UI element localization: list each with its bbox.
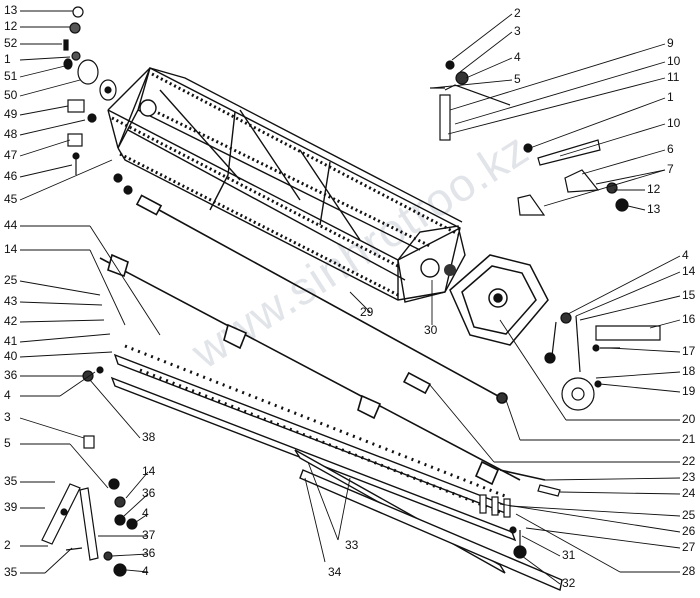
- top-left-hardware: [63, 6, 133, 195]
- callout-top_right-12: 13: [647, 202, 661, 216]
- callout-right-11: 24: [682, 486, 696, 500]
- callout-top_right-3: 5: [514, 72, 521, 86]
- callout-left-21: 5: [4, 436, 11, 450]
- callout-bottom-1: 14: [142, 464, 156, 478]
- callout-left-12: 14: [4, 242, 18, 256]
- right-side-parts: [544, 312, 661, 411]
- callout-top_right-8: 10: [667, 116, 681, 130]
- callout-bottom-10: 32: [562, 576, 576, 590]
- end-plate-hex: [449, 254, 549, 346]
- callout-left-5: 50: [4, 88, 18, 102]
- callout-left-16: 41: [4, 334, 18, 348]
- callout-right-12: 25: [682, 508, 696, 522]
- callout-left-18: 36: [4, 368, 18, 382]
- callout-top_right-9: 6: [667, 142, 674, 156]
- callout-left-2: 52: [4, 36, 18, 50]
- callout-bottom-8: 34: [328, 565, 342, 579]
- callout-top_right-6: 11: [667, 70, 680, 84]
- leader-lines: [19, 10, 681, 585]
- callout-bottom-11: 29: [360, 305, 374, 319]
- callout-left-20: 3: [4, 410, 11, 424]
- callout-left-3: 1: [4, 52, 11, 66]
- callout-right-10: 23: [682, 470, 696, 484]
- callout-right-1: 14: [682, 264, 696, 278]
- lower-beams: [294, 449, 563, 591]
- callout-right-2: 15: [682, 288, 696, 302]
- callout-left-13: 25: [4, 273, 18, 287]
- callout-bottom-9: 31: [562, 548, 576, 562]
- callout-right-4: 17: [682, 344, 696, 358]
- callout-top_right-11: 12: [647, 182, 661, 196]
- callout-bottom-5: 36: [142, 546, 156, 560]
- top-right-hardware: [430, 60, 629, 216]
- reel-tine-bars: [111, 72, 459, 298]
- callout-left-19: 4: [4, 388, 11, 402]
- callout-left-25: 35: [4, 565, 18, 579]
- callout-top_right-4: 9: [667, 36, 674, 50]
- callout-top_right-7: 1: [667, 90, 674, 104]
- finger-bar-teeth: [124, 344, 506, 514]
- callout-left-8: 47: [4, 148, 18, 162]
- callout-left-17: 40: [4, 349, 18, 363]
- callout-left-15: 42: [4, 314, 18, 328]
- callout-right-0: 4: [682, 248, 689, 262]
- callout-top_right-2: 4: [514, 50, 521, 64]
- callout-right-7: 20: [682, 412, 696, 426]
- callout-right-9: 22: [682, 454, 696, 468]
- callout-bottom-6: 4: [142, 564, 149, 578]
- callout-left-1: 12: [4, 19, 18, 33]
- callout-right-6: 19: [682, 384, 696, 398]
- callout-right-13: 26: [682, 524, 696, 538]
- callout-right-3: 16: [682, 312, 696, 326]
- callout-labels: 1312521515049484746454414254342414036435…: [4, 3, 696, 590]
- callout-bottom-0: 38: [142, 430, 156, 444]
- callout-left-0: 13: [4, 3, 18, 17]
- bottom-left-parts: [41, 366, 138, 577]
- bottom-right-parts: [479, 484, 561, 559]
- callout-left-4: 51: [4, 69, 18, 83]
- callout-top_right-5: 10: [667, 54, 681, 68]
- callout-right-14: 27: [682, 540, 696, 554]
- crank-shaft: [99, 194, 546, 486]
- callout-left-9: 46: [4, 169, 18, 183]
- callout-right-8: 21: [682, 432, 696, 446]
- reel-hub: [139, 99, 456, 278]
- callout-bottom-3: 4: [142, 506, 149, 520]
- callout-left-7: 48: [4, 127, 18, 141]
- callout-left-10: 45: [4, 192, 18, 206]
- callout-top_right-0: 2: [514, 6, 521, 20]
- callout-right-5: 18: [682, 364, 696, 378]
- callout-right-15: 28: [682, 564, 696, 578]
- callout-top_right-10: 7: [667, 162, 674, 176]
- callout-bottom-4: 37: [142, 528, 156, 542]
- callout-left-14: 43: [4, 294, 18, 308]
- callout-left-23: 39: [4, 500, 18, 514]
- callout-left-6: 49: [4, 107, 18, 121]
- callout-bottom-12: 30: [424, 323, 438, 337]
- callout-left-11: 44: [4, 218, 18, 232]
- callout-bottom-2: 36: [142, 486, 156, 500]
- callout-top_right-1: 3: [514, 24, 521, 38]
- callout-left-22: 35: [4, 474, 18, 488]
- callout-left-24: 2: [4, 538, 11, 552]
- callout-bottom-7: 33: [345, 538, 359, 552]
